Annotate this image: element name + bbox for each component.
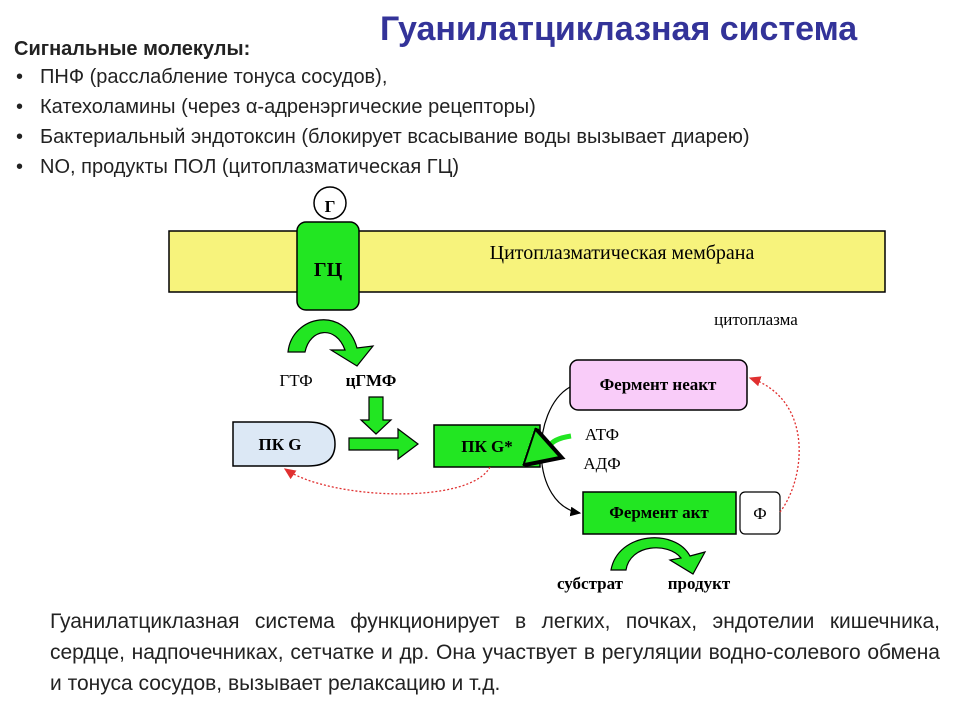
phosphate-label: Ф [753,504,766,523]
signal-list: • ПНФ (расслабление тонуса сосудов), • Кат… [14,62,749,182]
bullet-icon: • [16,96,24,118]
cytoplasm-label: цитоплазма [714,310,798,329]
signal-text: Катехоламины (через α-адренэргические ре… [40,96,536,118]
enzyme-active-label: Фермент акт [609,503,709,522]
footer-text: Гуанилатциклазная система функционирует … [50,610,940,695]
page-title: Гуанилатциклазная система [380,10,858,48]
membrane-band [168,230,886,293]
atp-label: АТФ [585,425,619,444]
list-item: • Бактериальный эндотоксин (блокирует вса… [14,122,749,152]
list-item: • Катехоламины (через α-адренэргические р… [14,92,749,122]
ligand-label: Г [325,197,336,216]
signal-text: Бактериальный эндотоксин (блокирует всас… [40,126,750,148]
gtp-to-cgmp-arrow [287,319,375,367]
pkg-activation-arrow [348,427,419,461]
signals-heading: Сигнальные молекулы: [14,38,251,60]
product-label: продукт [668,574,731,593]
pkg-label: ПК G [258,435,301,454]
signal-text: ПНФ (расслабление тонуса сосудов), [40,66,388,88]
enzyme-inactive-box [569,359,748,411]
guanylate-cyclase-label: ГЦ [314,259,343,281]
enzyme-active-box [582,491,737,535]
membrane-label: Цитоплазматическая мембрана [490,242,755,264]
bullet-icon: • [16,66,24,88]
cgmp-label: цГМФ [346,371,397,390]
pkg-shape [232,421,336,467]
substrate-product-arrow [610,537,707,575]
cgmp-down-arrow [359,396,393,435]
bullet-icon: • [16,126,24,148]
ligand-circle [313,186,347,220]
atp-adp-arrow [549,436,572,456]
list-item: • NO, продукты ПОЛ (цитоплазматическая ГЦ… [14,152,749,182]
phosphate-box [739,491,781,535]
adp-label: АДФ [583,454,620,473]
signal-text: NO, продукты ПОЛ (цитоплазматическая ГЦ) [40,156,460,178]
gtp-label: ГТФ [279,371,312,390]
phosphate-removal-arrow [748,376,800,513]
guanylate-cyclase-box [296,221,360,311]
enzyme-inactive-label: Фермент неакт [600,375,717,394]
pkg-active-label: ПК G* [461,437,513,456]
substrate-label: субстрат [557,574,624,593]
bullet-icon: • [16,156,24,178]
dephosphorylation-arrow [283,466,491,495]
list-item: • ПНФ (расслабление тонуса сосудов), [14,62,749,92]
